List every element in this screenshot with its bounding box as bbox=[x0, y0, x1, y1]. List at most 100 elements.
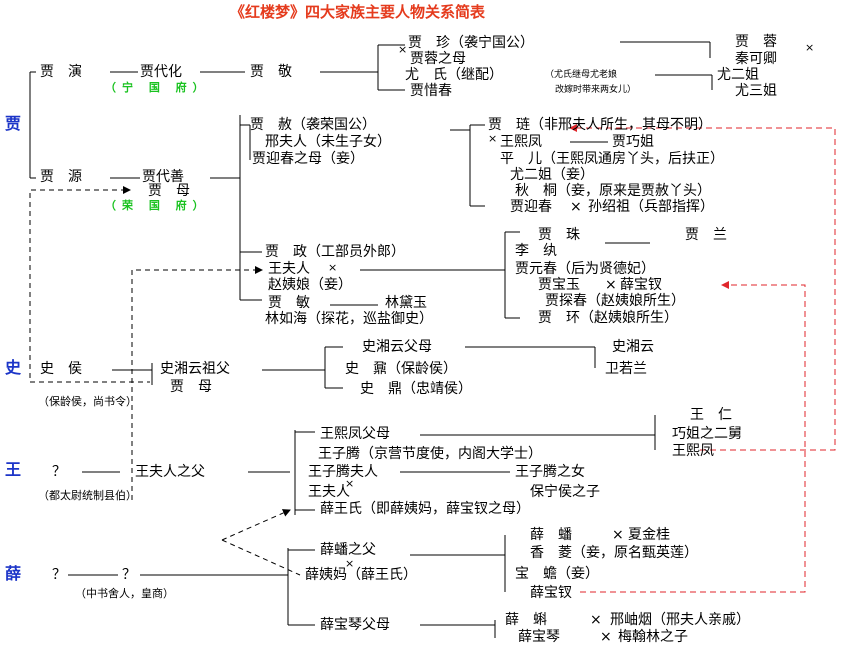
person-mei-hanlin-son: 梅翰林之子 bbox=[618, 629, 688, 645]
person-wang-ziteng-daughter: 王子腾之女 bbox=[515, 464, 585, 480]
person-jia-she: 贾 赦（袭荣国公） bbox=[250, 117, 376, 133]
person-baoning-son: 保宁侯之子 bbox=[530, 484, 600, 500]
family-label-wang: 王 bbox=[5, 460, 22, 479]
marriage-mark: × bbox=[570, 199, 582, 215]
marriage-mark: × bbox=[398, 43, 408, 56]
marriage-mark: × bbox=[488, 132, 498, 145]
xifeng-red-link bbox=[569, 124, 836, 451]
person-xue-wangshi: 薛王氏（即薛姨妈，薛宝钗之母） bbox=[320, 501, 530, 517]
person-ping-er: 平 儿（王熙凤通房丫头，后扶正） bbox=[500, 151, 724, 167]
marriage-mark: × bbox=[612, 527, 624, 543]
person-shi-xiangyun-parents: 史湘云父母 bbox=[362, 339, 432, 355]
person-jia-mu-shi: 贾 母 bbox=[170, 379, 212, 395]
xue-unknown: ？ bbox=[52, 567, 66, 583]
person-qiaojie-uncle: 巧姐之二舅 bbox=[672, 426, 742, 442]
person-xue-pan-father: 薛蟠之父 bbox=[320, 542, 376, 558]
person-jia-rong: 贾 蓉 bbox=[735, 34, 777, 50]
person-jia-tanchun: 贾探春（赵姨娘所生） bbox=[545, 293, 685, 309]
person-wang-furen-father: 王夫人之父 bbox=[135, 464, 205, 480]
page-title: 《红楼梦》四大家族主要人物关系简表 bbox=[230, 3, 486, 21]
xue-unknown-2: ？ bbox=[122, 567, 136, 583]
marriage-mark: × bbox=[590, 612, 602, 628]
person-lin-daiyu: 林黛玉 bbox=[385, 295, 427, 311]
person-xing-xiuyan: 邢岫烟（邢夫人亲戚） bbox=[610, 612, 750, 628]
person-jia-mu: 贾 母 bbox=[148, 183, 190, 199]
person-shi-xiangyun-grandfather: 史湘云祖父 bbox=[160, 361, 230, 377]
person-wang-furen-sister: 王夫人 bbox=[308, 484, 350, 500]
marriage-mark: × bbox=[805, 41, 815, 54]
person-lin-ruhai: 林如海（探花，巡盐御史） bbox=[265, 311, 433, 327]
family-label-shi: 史 bbox=[5, 358, 22, 377]
person-xue-pan: 薛 蟠 bbox=[530, 527, 572, 543]
person-jia-baoyu: 贾宝玉 bbox=[538, 277, 580, 293]
wang-father-note: （都太尉统制县伯） bbox=[38, 489, 137, 502]
person-you-sanjie: 尤三姐 bbox=[735, 83, 777, 99]
wangfuren-dashed-link bbox=[131, 266, 263, 500]
person-sun-shaozu: 孙绍祖（兵部指挥） bbox=[588, 199, 714, 215]
person-xue-baoqin: 薛宝琴 bbox=[518, 629, 560, 645]
person-jia-yan: 贾 演 bbox=[40, 64, 82, 80]
person-jia-qiaojie: 贾巧姐 bbox=[612, 134, 654, 150]
person-you-shi: 尤 氏（继配） bbox=[405, 67, 503, 83]
marriage-mark: × bbox=[605, 277, 617, 293]
person-wang-xifeng: 王熙凤 bbox=[500, 134, 542, 150]
person-shi-xiangyun: 史湘云 bbox=[612, 339, 654, 355]
jia-mu-dashed-link bbox=[29, 186, 131, 378]
person-wei-ruolan: 卫若兰 bbox=[605, 361, 647, 377]
person-qiu-tong: 秋 桐（妾，原来是贾赦丫头） bbox=[515, 183, 711, 199]
baochai-red-link bbox=[580, 281, 806, 593]
marriage-mark: × bbox=[328, 261, 338, 274]
person-you-erjie: 尤二姐 bbox=[717, 67, 759, 83]
person-jia-yuanchun: 贾元春（后为贤德妃） bbox=[515, 261, 655, 277]
person-yingchun-mother: 贾迎春之母（妾） bbox=[252, 151, 364, 167]
person-jia-lian: 贾 琏（非邢夫人所生，其母不明） bbox=[488, 117, 712, 133]
person-you-erjie-concubine: 尤二姐（妾） bbox=[510, 167, 594, 183]
person-jia-min: 贾 敏 bbox=[268, 295, 310, 311]
person-jia-yuan: 贾 源 bbox=[40, 169, 82, 185]
person-zhao-yiniang: 赵姨娘（妾） bbox=[268, 277, 352, 293]
person-xing-furen: 邢夫人（未生子女） bbox=[265, 134, 391, 150]
person-shi-nai: 史 鼐（保龄侯） bbox=[345, 361, 457, 377]
you-shi-note: （尤氏继母尤老娘 bbox=[545, 70, 618, 80]
person-shi-hou: 史 侯 bbox=[40, 361, 82, 377]
family-label-xue: 薛 bbox=[5, 564, 22, 583]
family-label-jia: 贾 bbox=[5, 114, 22, 133]
residence-ningguo: （宁 国 府） bbox=[105, 81, 210, 94]
person-wang-xifeng-2: 王熙凤 bbox=[672, 443, 714, 459]
person-wang-ziteng-wife: 王子腾夫人 bbox=[308, 464, 378, 480]
person-li-wan: 李 纨 bbox=[515, 243, 557, 259]
person-wang-xifeng-parents: 王熙凤父母 bbox=[320, 426, 390, 442]
marriage-mark: × bbox=[345, 477, 355, 490]
person-jia-zheng: 贾 政（工部员外郎） bbox=[265, 244, 405, 260]
person-jia-daihua: 贾代化 bbox=[140, 64, 182, 80]
person-wang-ren: 王 仁 bbox=[690, 407, 732, 423]
person-xue-ke: 薛 蝌 bbox=[505, 612, 547, 628]
person-qin-keqing: 秦可卿 bbox=[735, 51, 777, 67]
wang-unknown: ？ bbox=[52, 464, 66, 480]
person-jia-zhen: 贾 珍（袭宁国公） bbox=[408, 35, 534, 51]
residence-rongguo: （荣 国 府） bbox=[105, 199, 210, 212]
shi-hou-note: （保龄侯，尚书令） bbox=[38, 395, 137, 408]
person-wang-ziteng: 王子腾（京营节度使，内阁大学士） bbox=[318, 446, 542, 462]
person-jia-zhu: 贾 珠 bbox=[538, 227, 580, 243]
person-jia-daishan: 贾代善 bbox=[142, 169, 184, 185]
xue-note: （中书舍人，皇商） bbox=[75, 587, 174, 600]
person-jia-huan: 贾 环（赵姨娘所生） bbox=[538, 310, 678, 326]
person-wang-furen: 王夫人 bbox=[268, 261, 310, 277]
person-jia-rong-mother: 贾蓉之母 bbox=[410, 51, 466, 67]
marriage-mark: × bbox=[600, 629, 612, 645]
person-xue-yima: 薛姨妈（薛王氏） bbox=[305, 567, 417, 583]
person-xia-jingui: 夏金桂 bbox=[628, 527, 670, 543]
person-xue-baochai-2: 薛宝钗 bbox=[530, 585, 572, 601]
xueyima-dashed-link bbox=[221, 509, 291, 541]
person-jia-xichun: 贾惜春 bbox=[410, 83, 452, 99]
person-xue-baochai: 薛宝钗 bbox=[620, 277, 662, 293]
you-shi-note-2: 改嫁时带来两女儿） bbox=[555, 85, 637, 95]
person-xiang-ling: 香 菱（妾，原名甄英莲） bbox=[530, 545, 698, 561]
person-bao-chan: 宝 蟾（妾） bbox=[515, 566, 599, 582]
person-xue-baoqin-parents: 薛宝琴父母 bbox=[320, 617, 390, 633]
person-jia-yingchun: 贾迎春 bbox=[510, 199, 552, 215]
person-jia-lan: 贾 兰 bbox=[685, 227, 727, 243]
